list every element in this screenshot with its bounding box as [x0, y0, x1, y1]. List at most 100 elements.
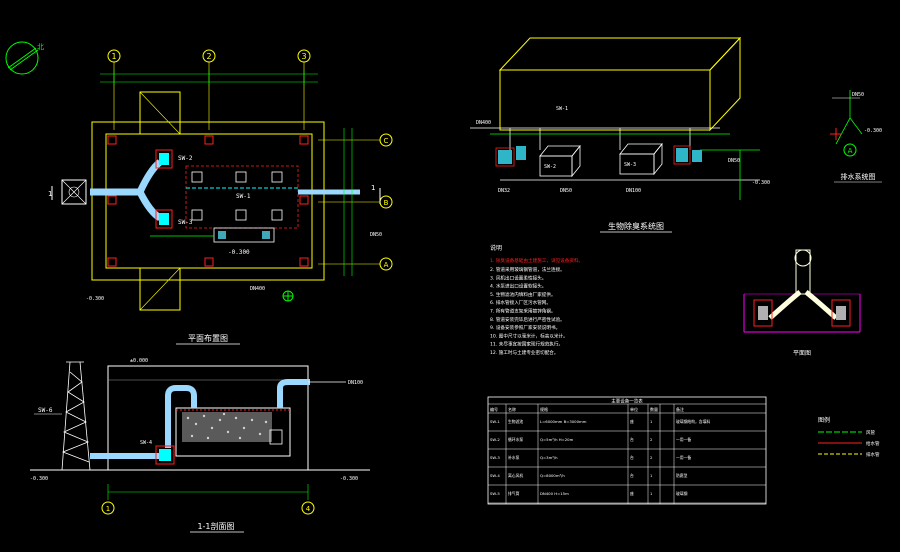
- table-cell: 1: [650, 419, 653, 424]
- north-arrow-icon: 北: [5, 41, 44, 75]
- section-tank: [175, 407, 291, 457]
- section-fan-label: SW-4: [140, 440, 152, 446]
- tank-label: SW-1: [236, 193, 251, 200]
- section-ground-elev-left: -0.300: [30, 476, 48, 482]
- lattice-chimney-icon: [61, 361, 91, 471]
- table-cell: SW-5: [490, 491, 500, 496]
- filter-media-texture: [186, 412, 268, 440]
- notes-block: 说明 1. 除臭设备基础由土建施工，详见设备资料。 2. 管道采用玻璃钢管道，法…: [490, 244, 583, 356]
- section-roof-elev: ±0.000: [130, 358, 148, 364]
- table-cell: Q=3m³/h: [540, 455, 558, 460]
- table-cell: SW-4: [490, 473, 500, 478]
- axis-1-label: 1: [111, 52, 116, 61]
- plan-inner-wall: [105, 133, 313, 269]
- table-header-cell: 编号: [490, 406, 498, 412]
- drain-system-diagram: A -0.300 DN50 排水系统图: [830, 90, 882, 183]
- table-header-cell: 数量: [650, 406, 658, 412]
- iso-water-lines: [490, 133, 760, 200]
- table-cell: 台: [630, 437, 634, 442]
- section-ground-elev-right: -0.300: [340, 476, 358, 482]
- table-header-cell: 名称: [508, 406, 516, 412]
- iso-right-dn: DN50: [728, 158, 740, 164]
- notes-line: 6. 排水管接入厂区污水管网。: [490, 299, 551, 306]
- table-cell: 台: [630, 455, 634, 460]
- iso-box-label-1: SW-2: [544, 164, 556, 170]
- fan-detail-view: 平面图: [743, 249, 861, 357]
- table-cell: 生物滤池: [508, 419, 523, 424]
- plan-title: 平面布置图: [188, 333, 228, 343]
- table-cell: 离心风机: [508, 473, 523, 478]
- table-cell: L=6000mm B=3000mm: [540, 419, 587, 424]
- drain-dn: DN50: [852, 92, 864, 98]
- axis-b-label: B: [384, 199, 389, 207]
- bio-system-title: 生物除臭系统图: [608, 221, 664, 231]
- plan-right-mark: 1: [371, 184, 375, 192]
- table-cell: SW-3: [490, 455, 500, 460]
- table-cell: SW-1: [490, 419, 500, 424]
- table-cell: 座: [630, 419, 634, 424]
- notes-red-line: 1. 除臭设备基础由土建施工，详见设备资料。: [490, 257, 583, 264]
- iso-equipment: [498, 146, 702, 164]
- iso-tank-side: [709, 36, 741, 132]
- notes-line: 12. 施工时与土建专业密切配合。: [490, 349, 559, 356]
- table-cell: Q=8000m³/h: [540, 473, 565, 478]
- table-cell: 防腐型: [676, 473, 688, 478]
- notes-line: 10. 图中尺寸以毫米计，标高以米计。: [490, 332, 568, 339]
- iso-right-elev: -0.300: [752, 180, 770, 186]
- notes-line: 3. 风机出口设置柔性接头。: [490, 274, 546, 281]
- iso-left-label: DN400: [476, 120, 491, 126]
- section-axis-1: 1: [106, 505, 110, 513]
- legend-item-3: 排水管: [866, 451, 880, 458]
- drain-system-title: 排水系统图: [841, 172, 876, 181]
- notes-line: 11. 未尽事宜按国家现行规范执行。: [490, 341, 563, 348]
- iso-tank-label: SW-1: [556, 106, 568, 112]
- section-title: 1-1剖面图: [197, 521, 234, 531]
- drain-axis-a: A: [848, 147, 853, 155]
- section-axis-4: 4: [306, 505, 311, 513]
- axis-2-label: 2: [206, 52, 211, 61]
- legend-title: 图例: [818, 416, 830, 424]
- fan-label-bottom: SW-3: [178, 219, 193, 226]
- plan-view: 1 2 3: [48, 49, 393, 345]
- filter-cells: [191, 171, 283, 221]
- plan-columns: [107, 135, 309, 267]
- table-header-cell: 单位: [630, 406, 638, 412]
- notes-line: 8. 管道安装完毕后进行严密性试验。: [490, 316, 565, 323]
- iso-box-label-2: SW-3: [624, 162, 636, 168]
- filter-media: [182, 412, 272, 442]
- section-view: SW-6 ±0.000 SW-4 DN100 -0.300: [30, 358, 370, 533]
- section-outlet-duct: [277, 379, 310, 408]
- iso-pump-boxes: [539, 142, 663, 178]
- exhaust-stack-icon: [61, 179, 87, 205]
- iso-piping: [470, 127, 760, 181]
- small-plan-title: 平面图: [793, 350, 811, 357]
- notes-heading: 说明: [490, 244, 502, 252]
- plan-top-door: [139, 91, 181, 135]
- table-cell: 1: [650, 473, 653, 478]
- notes-line: 9. 设备安装参照厂家安装说明书。: [490, 324, 560, 331]
- table-cell: 2: [650, 455, 653, 460]
- legend-block: 图例 风管 给水管 排水管: [818, 416, 880, 458]
- plan-elev-label: -0.300: [86, 296, 104, 302]
- table-cell: 排气筒: [508, 491, 520, 496]
- axis-3-label: 3: [301, 52, 306, 61]
- plan-left-mark: 1: [48, 190, 52, 198]
- notes-line: 4. 水泵进出口设置软接头。: [490, 283, 546, 290]
- table-cell: DN400 H=15m: [540, 491, 569, 496]
- legend-item-2: 给水管: [866, 440, 880, 447]
- table-cell: 循环水泵: [508, 437, 523, 442]
- plan-axis-right: C B A: [318, 128, 393, 276]
- table-header-cell: 规格: [540, 406, 548, 412]
- fan-label-top: SW-2: [178, 155, 193, 162]
- table-cell: 1: [650, 491, 653, 496]
- table-title: 主要设备一览表: [611, 398, 643, 405]
- axis-c-label: C: [384, 137, 389, 145]
- notes-line: 5. 生物滤池内填料由厂家提供。: [490, 291, 556, 298]
- pump-skid-label: -0.300: [228, 249, 250, 256]
- iso-dn32: DN32: [498, 188, 510, 194]
- iso-dn100: DN100: [626, 188, 641, 194]
- plan-axis-top: 1 2 3: [100, 49, 318, 130]
- svg-text:北: 北: [37, 43, 44, 51]
